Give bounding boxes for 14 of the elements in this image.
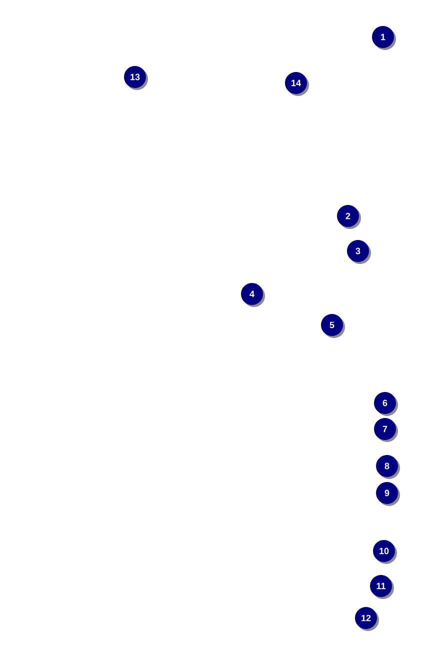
callout-number: 13	[124, 66, 148, 90]
callout-number: 2	[337, 205, 361, 229]
callout-number: 10	[373, 540, 397, 564]
callout-number: 14	[285, 72, 309, 96]
callout-number: 6	[374, 392, 398, 416]
callout-number: 11	[370, 575, 394, 599]
callout-number: 3	[347, 240, 371, 264]
callout-number: 8	[376, 455, 400, 479]
callout-number: 9	[376, 482, 400, 506]
callout-number: 5	[321, 314, 345, 338]
callout-number: 1	[372, 26, 396, 50]
callout-number: 7	[374, 418, 398, 442]
callout-number: 4	[241, 283, 265, 307]
callout-number: 12	[355, 607, 379, 631]
